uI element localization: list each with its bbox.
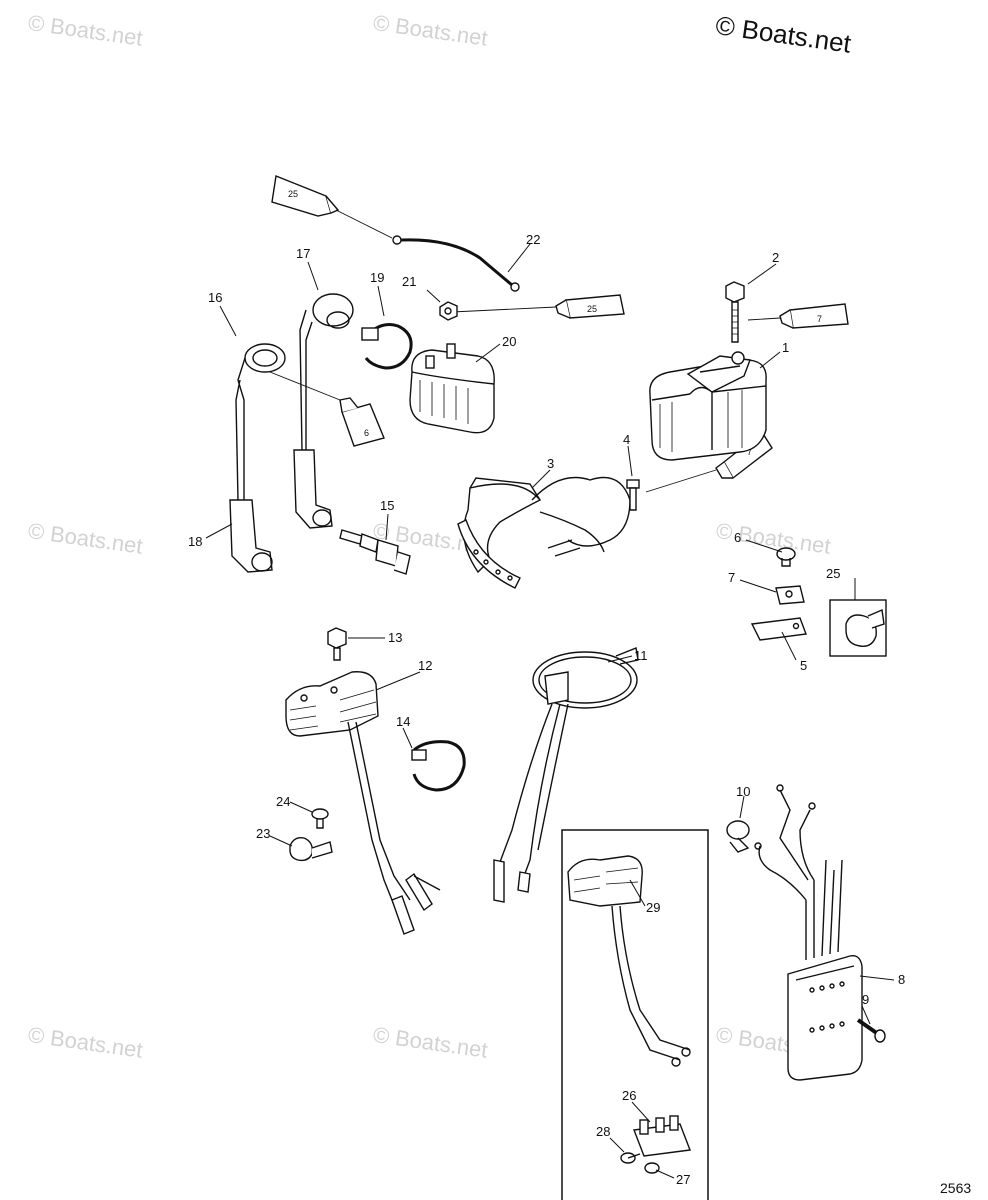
callout-20: 20 bbox=[502, 334, 516, 349]
callout-1: 1 bbox=[782, 340, 789, 355]
part-21-nut bbox=[439, 301, 458, 321]
callout-21: 21 bbox=[402, 274, 416, 289]
part-16-spark-plug-lead bbox=[229, 343, 286, 573]
part-1-twin-ignition-coil bbox=[649, 351, 767, 461]
inset-box bbox=[561, 829, 709, 1200]
part-24-screw bbox=[311, 808, 329, 829]
tube-label: 7 bbox=[747, 447, 752, 457]
part-14-clamp bbox=[411, 740, 466, 792]
part-20-ignition-coil bbox=[409, 343, 495, 434]
callout-13: 13 bbox=[388, 630, 402, 645]
part-22-ground-strap bbox=[392, 235, 520, 292]
part-10-grommet bbox=[726, 820, 750, 853]
callout-22: 22 bbox=[526, 232, 540, 247]
part-27-washer bbox=[644, 1162, 660, 1174]
callout-18: 18 bbox=[188, 534, 202, 549]
part-15-spark-plug bbox=[339, 529, 411, 575]
callout-28: 28 bbox=[596, 1124, 610, 1139]
part-19-clamp bbox=[361, 323, 413, 370]
tube-label: 25 bbox=[587, 304, 597, 314]
callout-29: 29 bbox=[646, 900, 660, 915]
part-5-plate bbox=[750, 617, 807, 641]
part-23-clamp bbox=[289, 836, 333, 862]
callout-23: 23 bbox=[256, 826, 270, 841]
part-4-screw bbox=[626, 479, 640, 511]
part-6-screw bbox=[776, 547, 796, 567]
callout-15: 15 bbox=[380, 498, 394, 513]
leader-lines bbox=[205, 243, 895, 1179]
grease-tube-25-right: 25 bbox=[555, 294, 625, 319]
part-25-clamp-inset bbox=[829, 599, 887, 657]
part-26-terminal-block bbox=[633, 1115, 691, 1157]
part-9-screw bbox=[856, 1018, 886, 1043]
part-28-screw bbox=[620, 1152, 641, 1164]
part-3-trigger bbox=[457, 476, 631, 589]
grease-tube-6: 6 bbox=[339, 397, 385, 447]
tube-label: 25 bbox=[288, 189, 298, 199]
callout-14: 14 bbox=[396, 714, 410, 729]
part-7-clip bbox=[775, 585, 805, 605]
part-8-switch-box bbox=[754, 784, 863, 1081]
callout-11: 11 bbox=[634, 648, 648, 663]
callout-16: 16 bbox=[208, 290, 222, 305]
callout-25: 25 bbox=[826, 566, 840, 581]
callout-5: 5 bbox=[800, 658, 807, 673]
callout-12: 12 bbox=[418, 658, 432, 673]
grease-tube-7-top: 7 bbox=[779, 303, 849, 329]
callout-8: 8 bbox=[898, 972, 905, 987]
part-17-spark-plug-lead bbox=[293, 293, 354, 529]
application-lines bbox=[269, 209, 781, 493]
callout-6: 6 bbox=[734, 530, 741, 545]
part-11-pulser-coil bbox=[493, 647, 639, 903]
callout-24: 24 bbox=[276, 794, 290, 809]
diagram-number: 2563 bbox=[940, 1180, 972, 1196]
tube-label: 7 bbox=[817, 314, 822, 324]
callout-17: 17 bbox=[296, 246, 310, 261]
callout-labels: 1 2 3 4 5 6 7 8 9 10 11 12 13 14 15 16 1… bbox=[188, 232, 905, 1187]
callout-26: 26 bbox=[622, 1088, 636, 1103]
part-13-bolt bbox=[327, 627, 347, 661]
callout-9: 9 bbox=[862, 992, 869, 1007]
part-12-stator-coil bbox=[285, 671, 441, 935]
part-29-stator-alt bbox=[567, 855, 691, 1067]
callout-19: 19 bbox=[370, 270, 384, 285]
callout-7: 7 bbox=[728, 570, 735, 585]
callout-2: 2 bbox=[772, 250, 779, 265]
part-2-bolt bbox=[725, 281, 745, 343]
callout-3: 3 bbox=[547, 456, 554, 471]
callout-4: 4 bbox=[623, 432, 630, 447]
tube-label: 6 bbox=[364, 428, 369, 438]
callout-10: 10 bbox=[736, 784, 750, 799]
callout-27: 27 bbox=[676, 1172, 690, 1187]
grease-tube-25-top: 25 bbox=[271, 175, 340, 217]
